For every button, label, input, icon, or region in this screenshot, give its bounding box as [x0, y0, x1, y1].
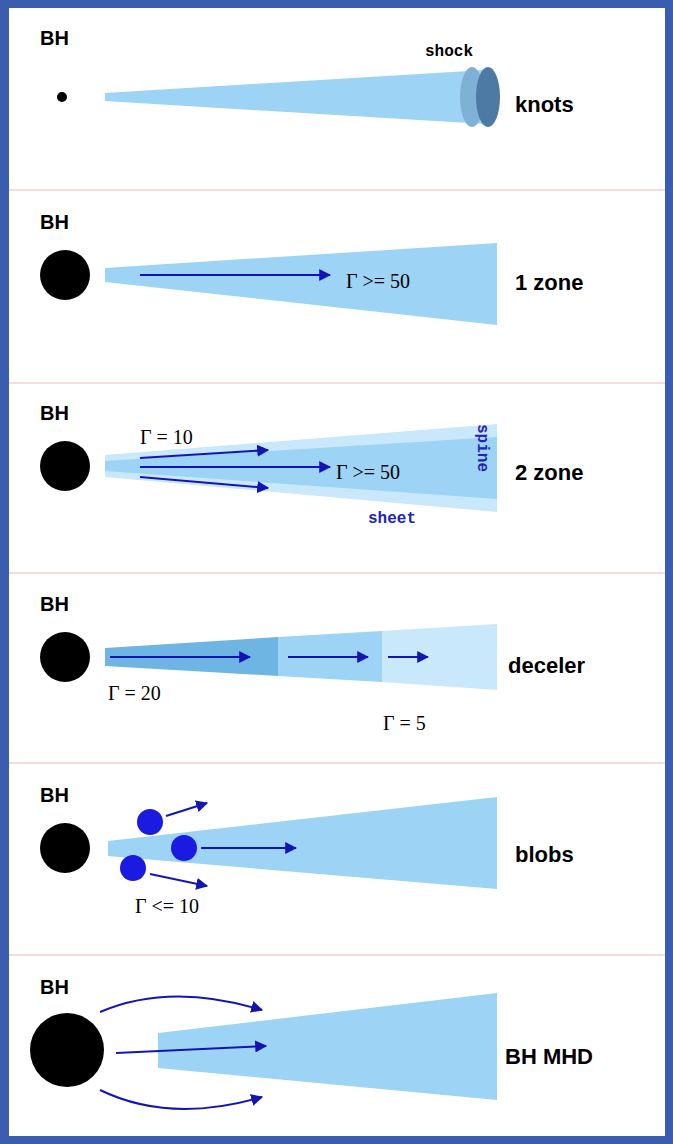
black-hole-disc: [30, 1013, 104, 1087]
lorentz-factor: Γ >= 50: [336, 462, 400, 482]
flow-arrow: [201, 847, 296, 849]
black-hole-disc: [40, 823, 90, 873]
jet-cone: [158, 993, 497, 1100]
flow-arrow: [166, 803, 207, 816]
row-dividers: [9, 190, 665, 955]
model-name: knots: [515, 94, 574, 116]
bh-label: BH: [40, 594, 69, 614]
flow-arrow: [388, 656, 428, 658]
bh-label: BH: [40, 785, 69, 805]
jet-cone: [105, 243, 497, 325]
black-hole: BH: [38, 212, 92, 302]
model-name: 1 zone: [515, 272, 583, 294]
jet-sheet: [105, 424, 497, 512]
jet-cone: [108, 797, 497, 889]
flow-arrow: [110, 656, 250, 658]
model-name: blobs: [515, 844, 574, 866]
bh-label: BH: [40, 403, 69, 423]
jet-segment: [382, 624, 497, 690]
plasma-blob: [120, 855, 146, 881]
divider: [9, 954, 665, 956]
black-hole: BH: [38, 785, 92, 875]
lorentz-factor: Γ = 5: [383, 713, 426, 733]
bh-label: BH: [40, 212, 69, 232]
black-hole: BH: [28, 977, 106, 1089]
model-name: BH MHD: [505, 1046, 593, 1068]
field-arrow: [116, 1046, 266, 1053]
flow-arrow: [140, 450, 268, 458]
flow-arrow: [150, 874, 207, 886]
lorentz-factor: Γ <= 10: [135, 896, 199, 916]
white-panel: [9, 8, 665, 1136]
field-arrow: [100, 1090, 262, 1109]
shock-front: [476, 67, 500, 127]
jet-segment: [105, 637, 278, 676]
field-arrow: [100, 996, 262, 1012]
black-hole-disc: [57, 92, 67, 102]
flow-arrow: [288, 656, 368, 658]
black-hole: BH: [38, 28, 71, 104]
black-hole-disc: [40, 632, 90, 682]
black-hole: BH: [38, 403, 92, 493]
plasma-blob: [171, 835, 197, 861]
flow-arrow: [140, 477, 268, 488]
flow-arrow: [140, 274, 330, 276]
lorentz-factor: Γ = 20: [108, 683, 161, 703]
model-name: 2 zone: [515, 462, 583, 484]
divider: [9, 572, 665, 574]
lorentz-factor: Γ = 10: [140, 427, 193, 447]
lorentz-factor: Γ >= 50: [346, 271, 410, 291]
region-label: sheet: [368, 511, 416, 527]
bh-label: BH: [40, 28, 69, 48]
black-hole: BH: [38, 594, 92, 684]
divider: [9, 762, 665, 764]
region-label: spine: [474, 424, 490, 472]
divider: [9, 189, 665, 191]
black-hole-disc: [40, 441, 90, 491]
bh-label: BH: [40, 977, 69, 997]
model-name: deceler: [508, 655, 585, 677]
region-label: shock: [425, 44, 473, 60]
black-hole-disc: [40, 250, 90, 300]
jet-cone: [105, 70, 485, 124]
plasma-blob: [137, 809, 163, 835]
divider: [9, 382, 665, 384]
flow-arrow: [140, 466, 330, 468]
jet-segment: [278, 631, 382, 682]
